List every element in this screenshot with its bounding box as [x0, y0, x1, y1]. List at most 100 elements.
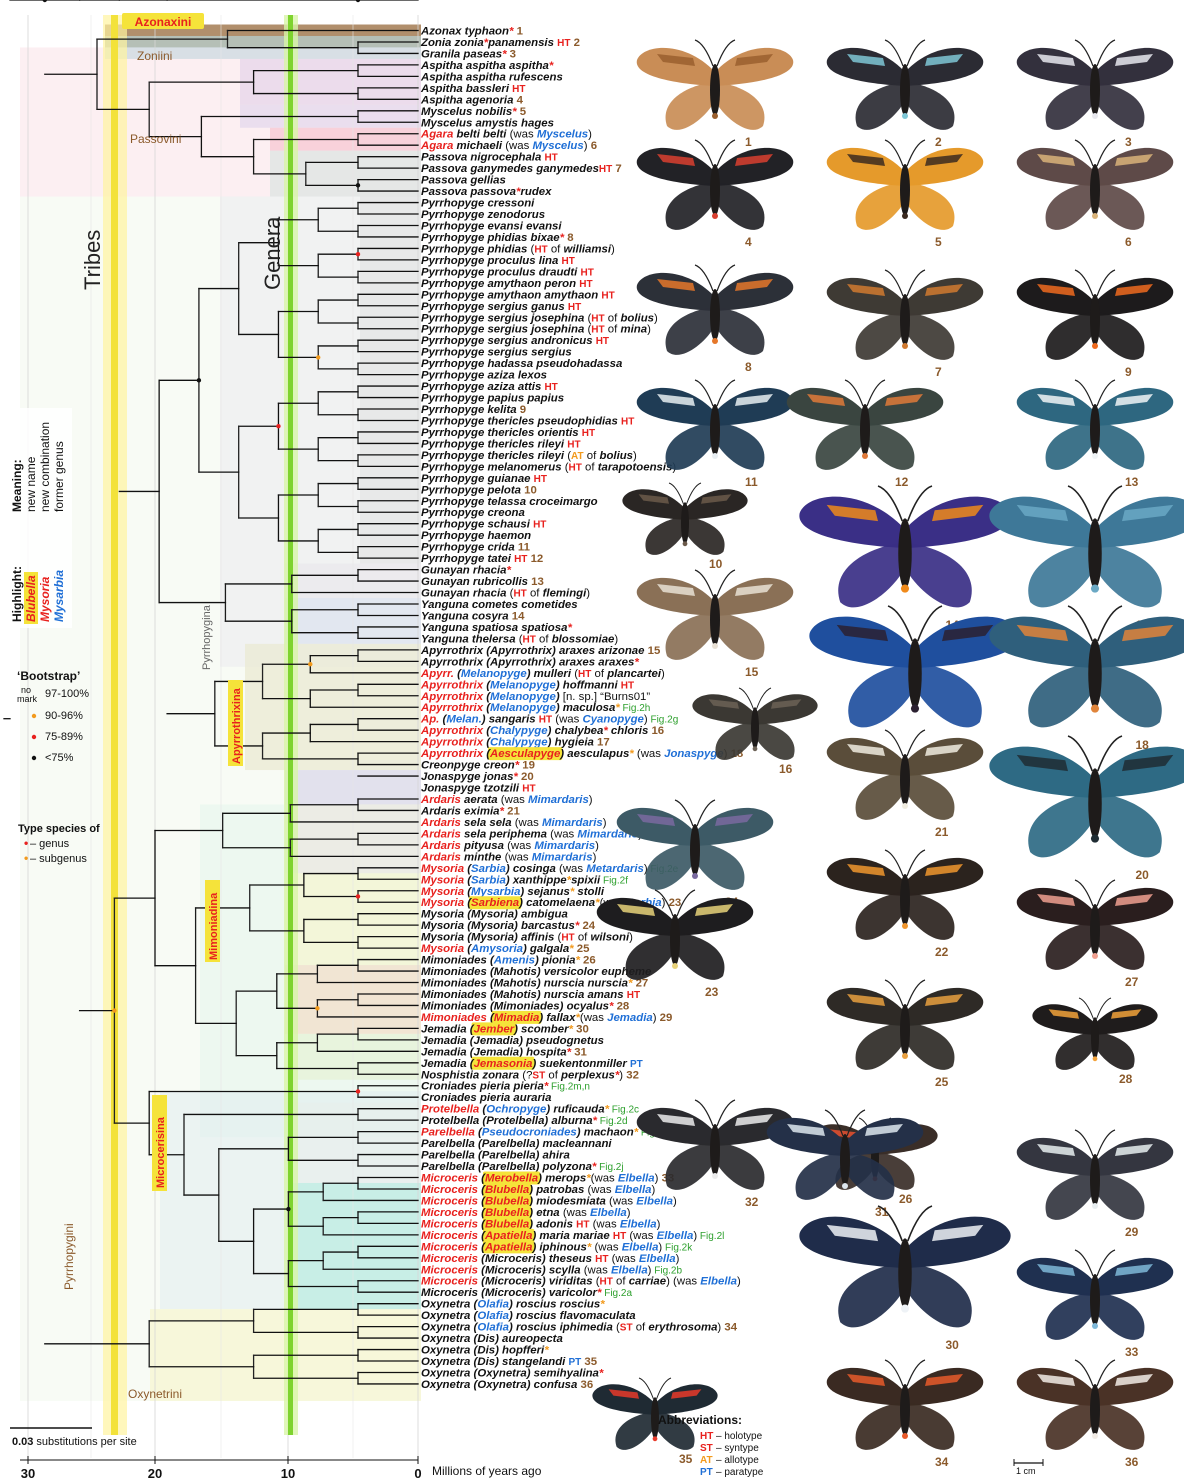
taxon-label: Microceris (Microceris) theseus HT (was …: [421, 1253, 680, 1265]
specimen-forewing: [715, 148, 793, 186]
specimen-tail-tuft: [1092, 213, 1098, 219]
specimen-hindwing: [907, 312, 954, 360]
taxon-label: Microceris (Apatiella) maria mariae HT (…: [421, 1230, 724, 1242]
specimen-forewing: [1095, 1138, 1173, 1176]
taxon-label: Pyrrhopyge papius papius: [421, 393, 564, 405]
specimen-forewing: [865, 388, 943, 426]
specimen-tail-tuft: [902, 343, 908, 349]
taxon-label: Ardaris pityusa (was Mimardaris): [420, 840, 599, 852]
specimen-forewing: [827, 988, 905, 1026]
taxon-label: Oxynetra (Oxynetra) confusa 36: [421, 1379, 593, 1391]
taxon-label: Apyrrothrix (Apyrrothrix) araxes araxes*: [420, 656, 639, 668]
specimen-tail-tuft: [1091, 705, 1099, 713]
specimen-forewing: [1017, 148, 1095, 186]
specimen-forewing: [827, 738, 905, 776]
specimen-forewing: [809, 617, 915, 668]
specimen-hindwing: [1097, 182, 1144, 230]
specimen-forewing: [905, 1368, 983, 1406]
specimen-body: [710, 64, 720, 116]
taxon-label: Pyrrhopyge phidias (HT of williamsi): [421, 243, 615, 255]
specimen-hindwing: [717, 82, 764, 130]
taxon-label: Mysoria (Amysoria) galgala* 25: [421, 943, 590, 955]
specimen-hindwing: [1097, 1032, 1135, 1070]
specimen-forewing: [685, 489, 748, 520]
specimen-hindwing: [717, 307, 764, 355]
specimen-tail-tuft: [902, 213, 908, 219]
tribe-label-azonaxini: Azonaxini: [122, 13, 204, 29]
specimen-number: 28: [1119, 1072, 1133, 1086]
specimen-number: 35: [679, 1452, 693, 1466]
specimen-hindwing: [645, 517, 683, 555]
specimen-hindwing: [838, 1263, 902, 1328]
specimen-body: [1090, 404, 1100, 456]
specimen-hindwing: [867, 422, 914, 470]
taxon-label: Mimoniades (Amenis) pionia* 26: [421, 955, 596, 967]
axis-tick-label: 0: [414, 1466, 421, 1479]
specimen-hindwing: [717, 612, 764, 660]
specimen-tail-tuft: [1093, 1056, 1098, 1061]
specimen-number: 15: [745, 665, 759, 679]
specimen-hindwing: [856, 892, 903, 940]
specimen-forewing: [827, 1368, 905, 1406]
svg-text:Meaning:: Meaning:: [10, 459, 24, 512]
specimen-forewing: [989, 747, 1095, 798]
taxon-label: Pyrrhopyge thericles pseudophidias HT: [421, 415, 634, 427]
taxon-label: Nosphistia zonara (?ST of perplexus*) 32: [421, 1069, 639, 1081]
svg-text:Highlight:: Highlight:: [10, 566, 24, 622]
specimen-tail-tuft: [653, 1436, 658, 1441]
specimen-forewing: [827, 858, 905, 896]
specimen-photo: 18: [989, 606, 1184, 752]
specimen-photo: 14: [799, 486, 1010, 632]
specimen-number: 12: [895, 475, 909, 489]
specimen-forewing: [1032, 1004, 1095, 1035]
taxon-label: Mysoria (Mysoria) ambigua: [421, 909, 568, 921]
svg-text:Blubella: Blubella: [24, 575, 38, 622]
taxon-label: Aspitha aspitha rufescens: [420, 71, 563, 83]
specimen-photo: 9: [1017, 270, 1174, 379]
taxon-label: Oxynetra (Dis) aureopecta: [421, 1333, 563, 1345]
specimen-hindwing: [907, 892, 954, 940]
specimen-tail-tuft: [712, 113, 718, 119]
svg-text:mark: mark: [17, 694, 37, 704]
taxon-label: Parelbella (Pseudocroniades) machaon* Fi…: [421, 1127, 665, 1139]
taxon-label: Pyrrhopyge amythaon peron HT: [421, 278, 593, 290]
specimen-forewing: [1095, 888, 1173, 926]
taxon-label: Microceris (Blubella) adonis HT (was Elb…: [421, 1218, 661, 1230]
highlighted-subgenus: Aesculapyge: [489, 748, 561, 760]
taxon-label: Oxynetra (Olafia) roscius iphimedia (ST …: [421, 1322, 738, 1334]
specimen-tail-tuft: [712, 213, 718, 219]
specimen-hindwing: [1028, 793, 1092, 858]
bootstrap-dot: [308, 662, 312, 666]
tribe-label-pyrrhopygini: Pyrrhopygini: [62, 1223, 76, 1290]
taxon-label: Apyrr. (Melanopyge) mulleri (HT of planc…: [420, 668, 665, 680]
specimen-number: 23: [705, 985, 719, 999]
svg-text:– syntype: – syntype: [716, 1443, 759, 1454]
specimen-tail-tuft: [1092, 343, 1098, 349]
svg-text:ST: ST: [700, 1443, 713, 1454]
specimen-body: [860, 404, 870, 456]
taxon-label: Agara belti belti (was Myscelus): [420, 129, 592, 141]
specimen-forewing: [827, 278, 905, 316]
highlighted-subgenus: Jember: [474, 1023, 515, 1035]
taxon-label: Ap. (Melan.) sangaris HT (was Cyanopyge)…: [420, 714, 678, 726]
specimen-hindwing: [666, 182, 713, 230]
taxon-label: Gunayan rhacia (HT of flemingi): [421, 588, 590, 600]
specimen-forewing: [905, 148, 983, 186]
taxon-label: Mimoniades (Mimoniades) ocyalus* 28: [421, 1000, 629, 1012]
genus-boundary-line: [284, 15, 298, 1435]
specimen-photo: 20: [989, 736, 1184, 882]
specimen-forewing: [905, 48, 983, 86]
taxon-label: Parelbella (Parelbella) polyzona* Fig.2j: [421, 1161, 624, 1173]
specimen-number: 2: [935, 135, 942, 149]
taxon-label: Jonaspyge tzotzili HT: [421, 783, 536, 795]
specimen-forewing: [1095, 148, 1173, 186]
specimen-hindwing: [717, 182, 764, 230]
taxon-label: Protelbella (Ochropyge) ruficauda* Fig.2…: [421, 1104, 639, 1116]
specimen-tail-tuft: [911, 705, 919, 713]
taxon-label: Aspitha agenoria 4: [420, 94, 524, 106]
taxon-label: Passova nigrocephala HT: [421, 152, 558, 164]
highlighted-subgenus: Apatiella: [484, 1241, 532, 1253]
taxon-label: Mysoria (Mysarbia) sejanus* stolli: [421, 886, 605, 898]
specimen-hindwing: [677, 932, 724, 980]
taxon-label: Mimoniades (Mahotis) versicolor eupheme: [421, 966, 652, 978]
